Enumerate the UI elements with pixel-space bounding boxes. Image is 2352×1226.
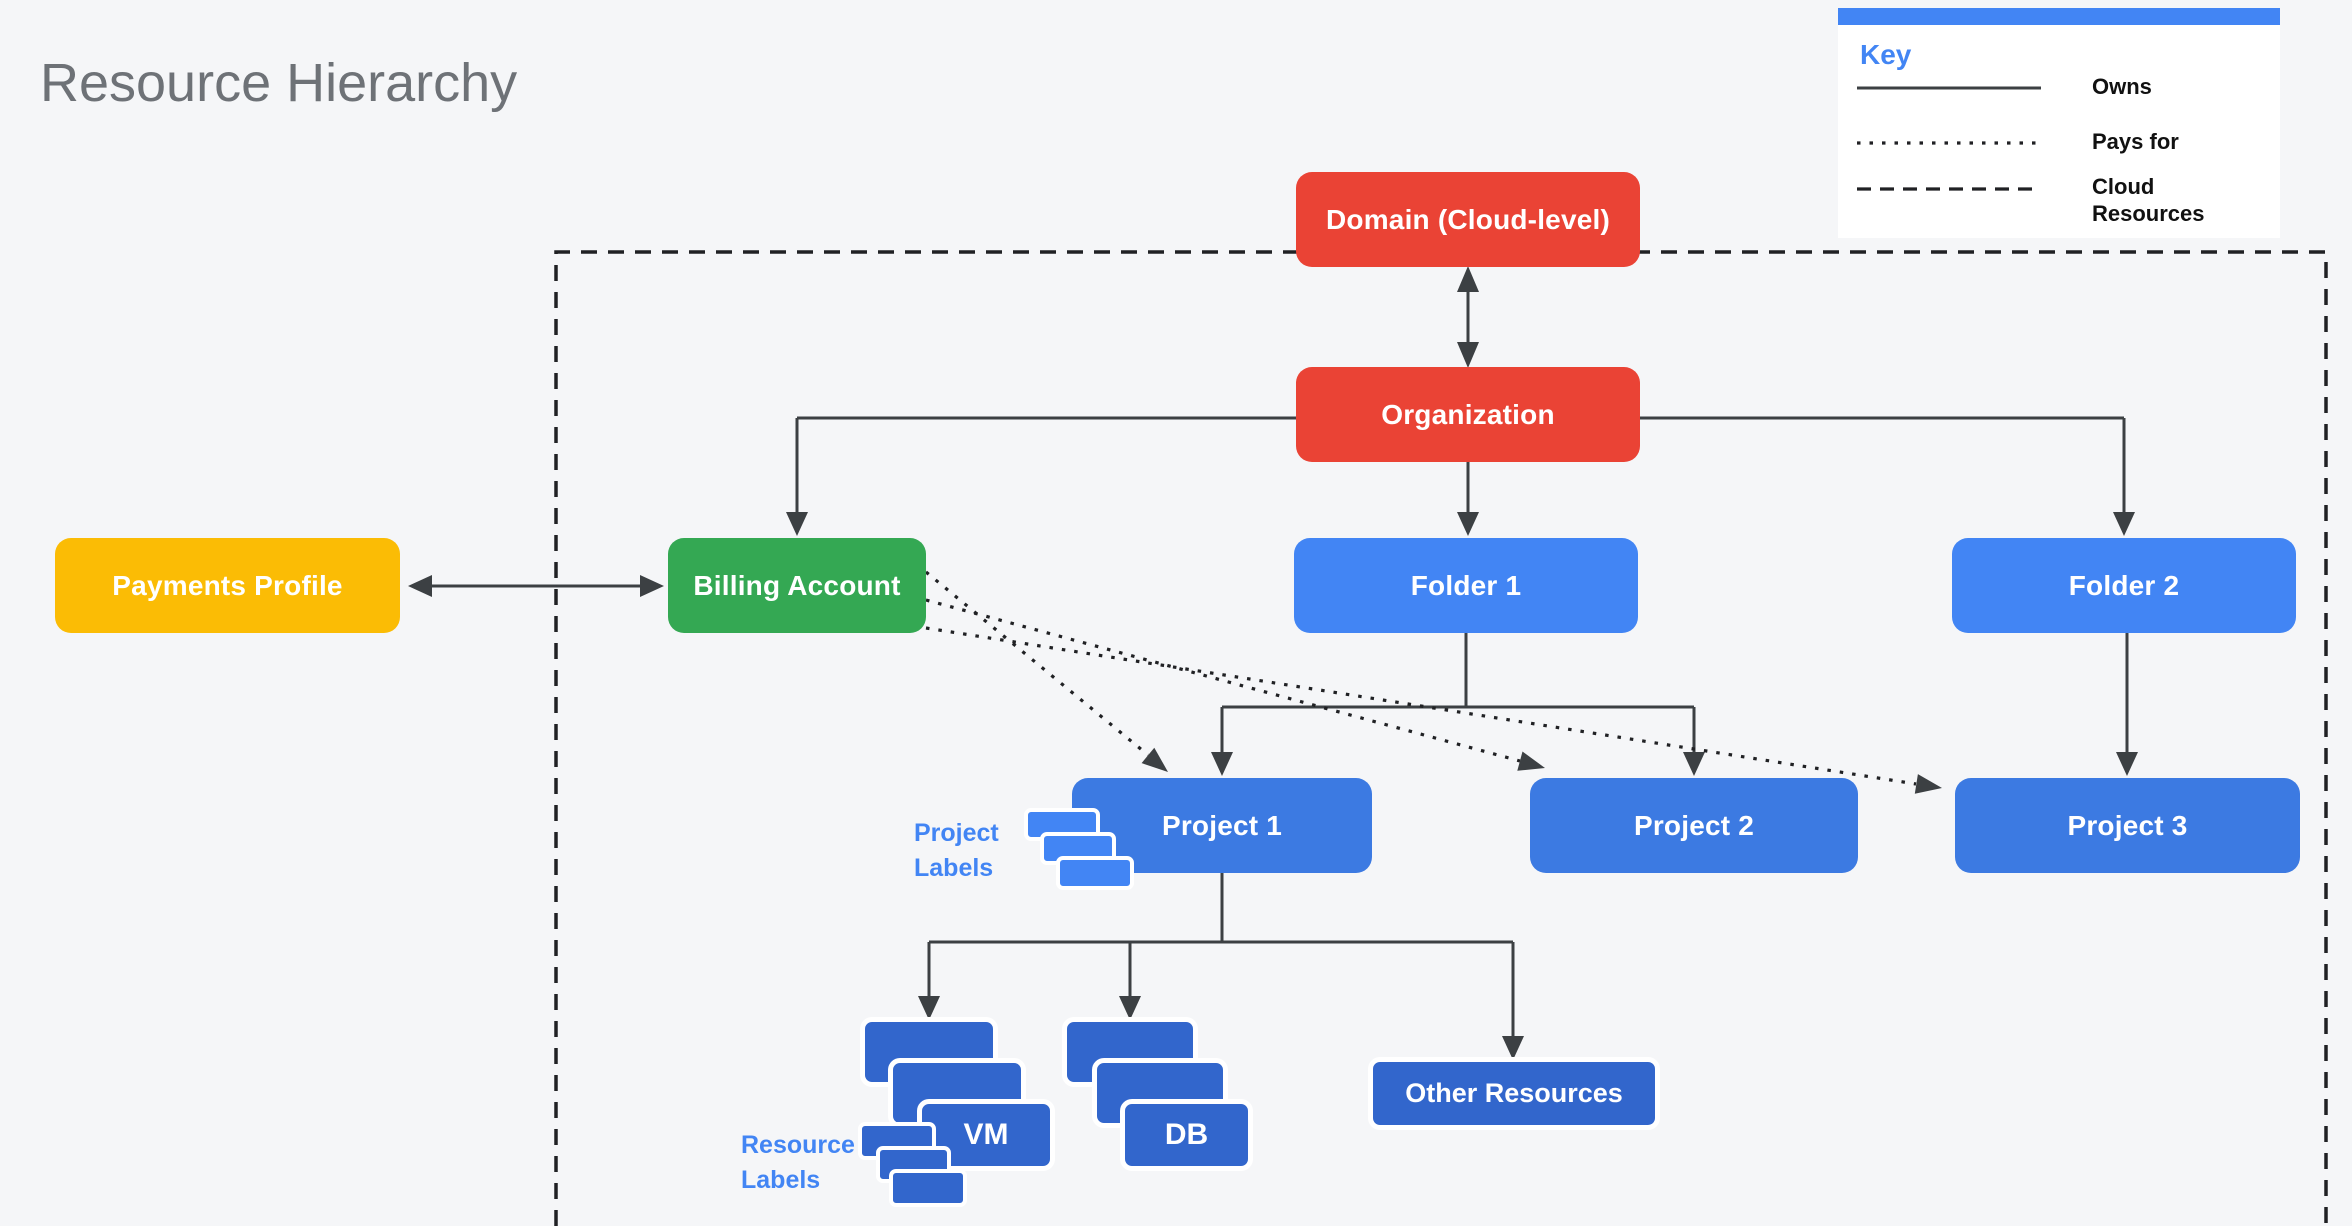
node-other-resources-label: Other Resources bbox=[1405, 1078, 1623, 1108]
node-organization: Organization bbox=[1296, 367, 1640, 462]
node-billing-account-label: Billing Account bbox=[693, 569, 901, 601]
edge-billing-pays-for bbox=[924, 570, 1942, 794]
node-payments-profile: Payments Profile bbox=[55, 538, 400, 633]
edge-payments-billing bbox=[408, 575, 664, 597]
page-title: Resource Hierarchy bbox=[40, 53, 518, 113]
node-folder2: Folder 2 bbox=[1952, 538, 2296, 633]
key-label-cloud-resources: Cloud Resources bbox=[2092, 174, 2205, 226]
key-heading: Key bbox=[1860, 39, 1912, 70]
cloud-resources-line-sample bbox=[1857, 187, 2041, 191]
project-label-card-icon bbox=[1056, 856, 1134, 890]
edge-folder2-project3 bbox=[2116, 633, 2138, 776]
node-billing-account: Billing Account bbox=[668, 538, 926, 633]
project-labels-caption-line2: Labels bbox=[914, 854, 994, 882]
project-labels-caption: Project Labels bbox=[914, 816, 999, 886]
resource-label-card-icon bbox=[889, 1169, 967, 1207]
node-folder1-label: Folder 1 bbox=[1410, 569, 1522, 601]
resource-labels-caption: Resource Labels bbox=[741, 1128, 855, 1198]
node-db: DB bbox=[1120, 1099, 1253, 1171]
node-project2-label: Project 2 bbox=[1633, 809, 1755, 841]
node-project3: Project 3 bbox=[1955, 778, 2300, 873]
node-payments-profile-label: Payments Profile bbox=[112, 569, 343, 601]
resource-labels-caption-line1: Resource bbox=[741, 1131, 855, 1159]
edge-project1-children bbox=[918, 873, 1524, 1060]
owns-line-sample bbox=[1857, 86, 2041, 90]
pays-for-line-sample bbox=[1857, 141, 2041, 145]
project-labels-caption-line1: Project bbox=[914, 819, 999, 847]
key-label-pays-for: Pays for bbox=[2092, 129, 2179, 154]
node-domain-label: Domain (Cloud-level) bbox=[1325, 203, 1610, 235]
resource-labels-caption-line2: Labels bbox=[741, 1166, 821, 1194]
key-header-bar bbox=[1838, 8, 2280, 25]
edge-domain-organization bbox=[1457, 266, 1479, 368]
node-db-label: DB bbox=[1164, 1118, 1209, 1151]
node-domain: Domain (Cloud-level) bbox=[1296, 172, 1640, 267]
key-label-owns: Owns bbox=[2092, 74, 2152, 99]
node-project2: Project 2 bbox=[1530, 778, 1858, 873]
node-organization-label: Organization bbox=[1381, 398, 1555, 430]
cloud-boundary-dashed-line bbox=[554, 250, 2328, 1226]
node-project1-label: Project 1 bbox=[1161, 809, 1283, 841]
node-folder1: Folder 1 bbox=[1294, 538, 1638, 633]
key-panel: Key Owns Pays for Cloud Resources bbox=[1838, 25, 2280, 238]
node-folder2-label: Folder 2 bbox=[2068, 569, 2180, 601]
node-vm-label: VM bbox=[963, 1118, 1009, 1151]
node-other-resources: Other Resources bbox=[1368, 1057, 1660, 1130]
node-project3-label: Project 3 bbox=[2067, 809, 2188, 841]
edge-folder1-children bbox=[1211, 633, 1705, 776]
